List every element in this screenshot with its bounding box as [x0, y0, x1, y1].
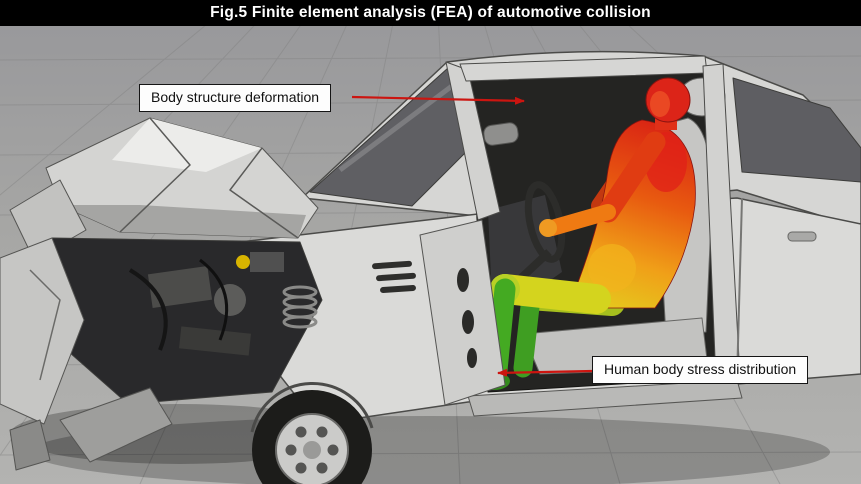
human-hand — [539, 219, 557, 237]
side-mirror — [483, 122, 519, 146]
callout-human-stress: Human body stress distribution — [592, 356, 809, 384]
engine-bay — [43, 237, 323, 405]
human-hip-hotspot — [588, 244, 636, 292]
interior — [478, 77, 726, 390]
wheel-arch — [250, 381, 374, 433]
cowl-panel — [372, 219, 506, 406]
human-thigh — [490, 274, 611, 314]
car-shadow — [30, 416, 830, 484]
rear-window — [732, 77, 861, 183]
rocker-sill — [467, 379, 743, 417]
figure-title-bar: Fig.5 Finite element analysis (FEA) of a… — [0, 0, 861, 26]
human-face-shade — [650, 91, 670, 117]
yellow-reservoir-cap — [236, 255, 250, 269]
arrow-human-stress — [497, 368, 593, 377]
front-wheel — [250, 381, 374, 484]
bumper-debris — [0, 237, 173, 471]
windshield-glare — [338, 78, 462, 172]
figure-title: Fig.5 Finite element analysis (FEA) of a… — [210, 4, 651, 21]
callout-body-deformation: Body structure deformation — [139, 84, 332, 112]
human-upper-arm — [597, 131, 666, 223]
human-far-shin — [513, 288, 541, 378]
coil-spring — [282, 285, 318, 329]
human-forearm — [544, 204, 616, 236]
door-seam — [736, 197, 743, 381]
annotation-arrows — [351, 95, 593, 377]
human-model — [478, 77, 696, 390]
arrow-body-deformation — [351, 95, 525, 105]
door-handle — [787, 231, 817, 242]
crumpled-hood — [9, 117, 319, 261]
car — [0, 50, 861, 484]
